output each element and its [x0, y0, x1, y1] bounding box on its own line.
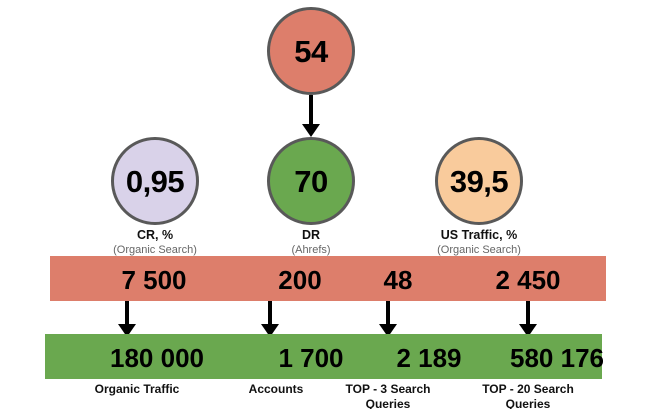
arrow-head [302, 124, 320, 137]
red-bar-value-1: 200 [278, 265, 322, 295]
bottom-label-accounts: Accounts [248, 382, 304, 396]
metric-value-top: 54 [294, 33, 328, 69]
bottom-label-top-3-search-queries: TOP - 3 Search Queries [345, 382, 431, 409]
metric-circle-cr: 0,95 [111, 137, 199, 225]
arrow-shaft [125, 301, 129, 325]
metric-circle-dr: 70 [267, 137, 355, 225]
arrow-shaft [386, 301, 390, 325]
metric-value-dr: 70 [294, 163, 328, 199]
arrow-head [261, 324, 279, 337]
caption-cr: CR, % (Organic Search) [65, 228, 245, 257]
caption-dr: DR (Ahrefs) [221, 228, 401, 257]
bottom-label-organic-traffic: Organic Traffic [94, 382, 180, 396]
green-bar-value-0: 180 000 [110, 343, 204, 373]
caption-sub-us-traffic: (Organic Search) [437, 243, 521, 256]
arrow-head [118, 324, 136, 337]
arrow-down-icon-col-0 [118, 301, 136, 337]
arrow-down-icon-top-to-dr [301, 95, 321, 137]
arrow-head [379, 324, 397, 337]
metric-circle-us-traffic: 39,5 [435, 137, 523, 225]
arrow-head [519, 324, 537, 337]
caption-title-cr: CR, % [136, 228, 174, 242]
arrow-shaft [309, 95, 313, 125]
red-bar-value-0: 7 500 [121, 265, 187, 295]
metric-value-cr: 0,95 [125, 163, 185, 199]
caption-sub-cr: (Organic Search) [113, 243, 197, 256]
bottom-label-top-20-search-queries: TOP - 20 Search Queries [482, 382, 574, 409]
caption-title-dr: DR [301, 228, 321, 242]
metric-circle-top: 54 [267, 7, 355, 95]
arrow-down-icon-col-1 [261, 301, 279, 337]
red-metrics-bar: 7 500 200 48 2 450 [50, 256, 606, 301]
green-metrics-bar: 180 000 1 700 2 189 580 176 [45, 334, 604, 379]
green-bar-value-3: 580 176 [510, 343, 604, 373]
green-bar-value-2: 2 189 [396, 343, 462, 373]
caption-title-us-traffic: US Traffic, % [440, 228, 518, 242]
red-bar-value-3: 2 450 [495, 265, 561, 295]
arrow-shaft [268, 301, 272, 325]
green-bar-value-1: 1 700 [278, 343, 344, 373]
arrow-down-icon-col-2 [379, 301, 397, 337]
arrow-shaft [526, 301, 530, 325]
metric-value-us-traffic: 39,5 [449, 163, 509, 199]
red-bar-value-2: 48 [383, 265, 413, 295]
arrow-down-icon-col-3 [519, 301, 537, 337]
caption-sub-dr: (Ahrefs) [291, 243, 331, 256]
caption-us-traffic: US Traffic, % (Organic Search) [389, 228, 569, 257]
